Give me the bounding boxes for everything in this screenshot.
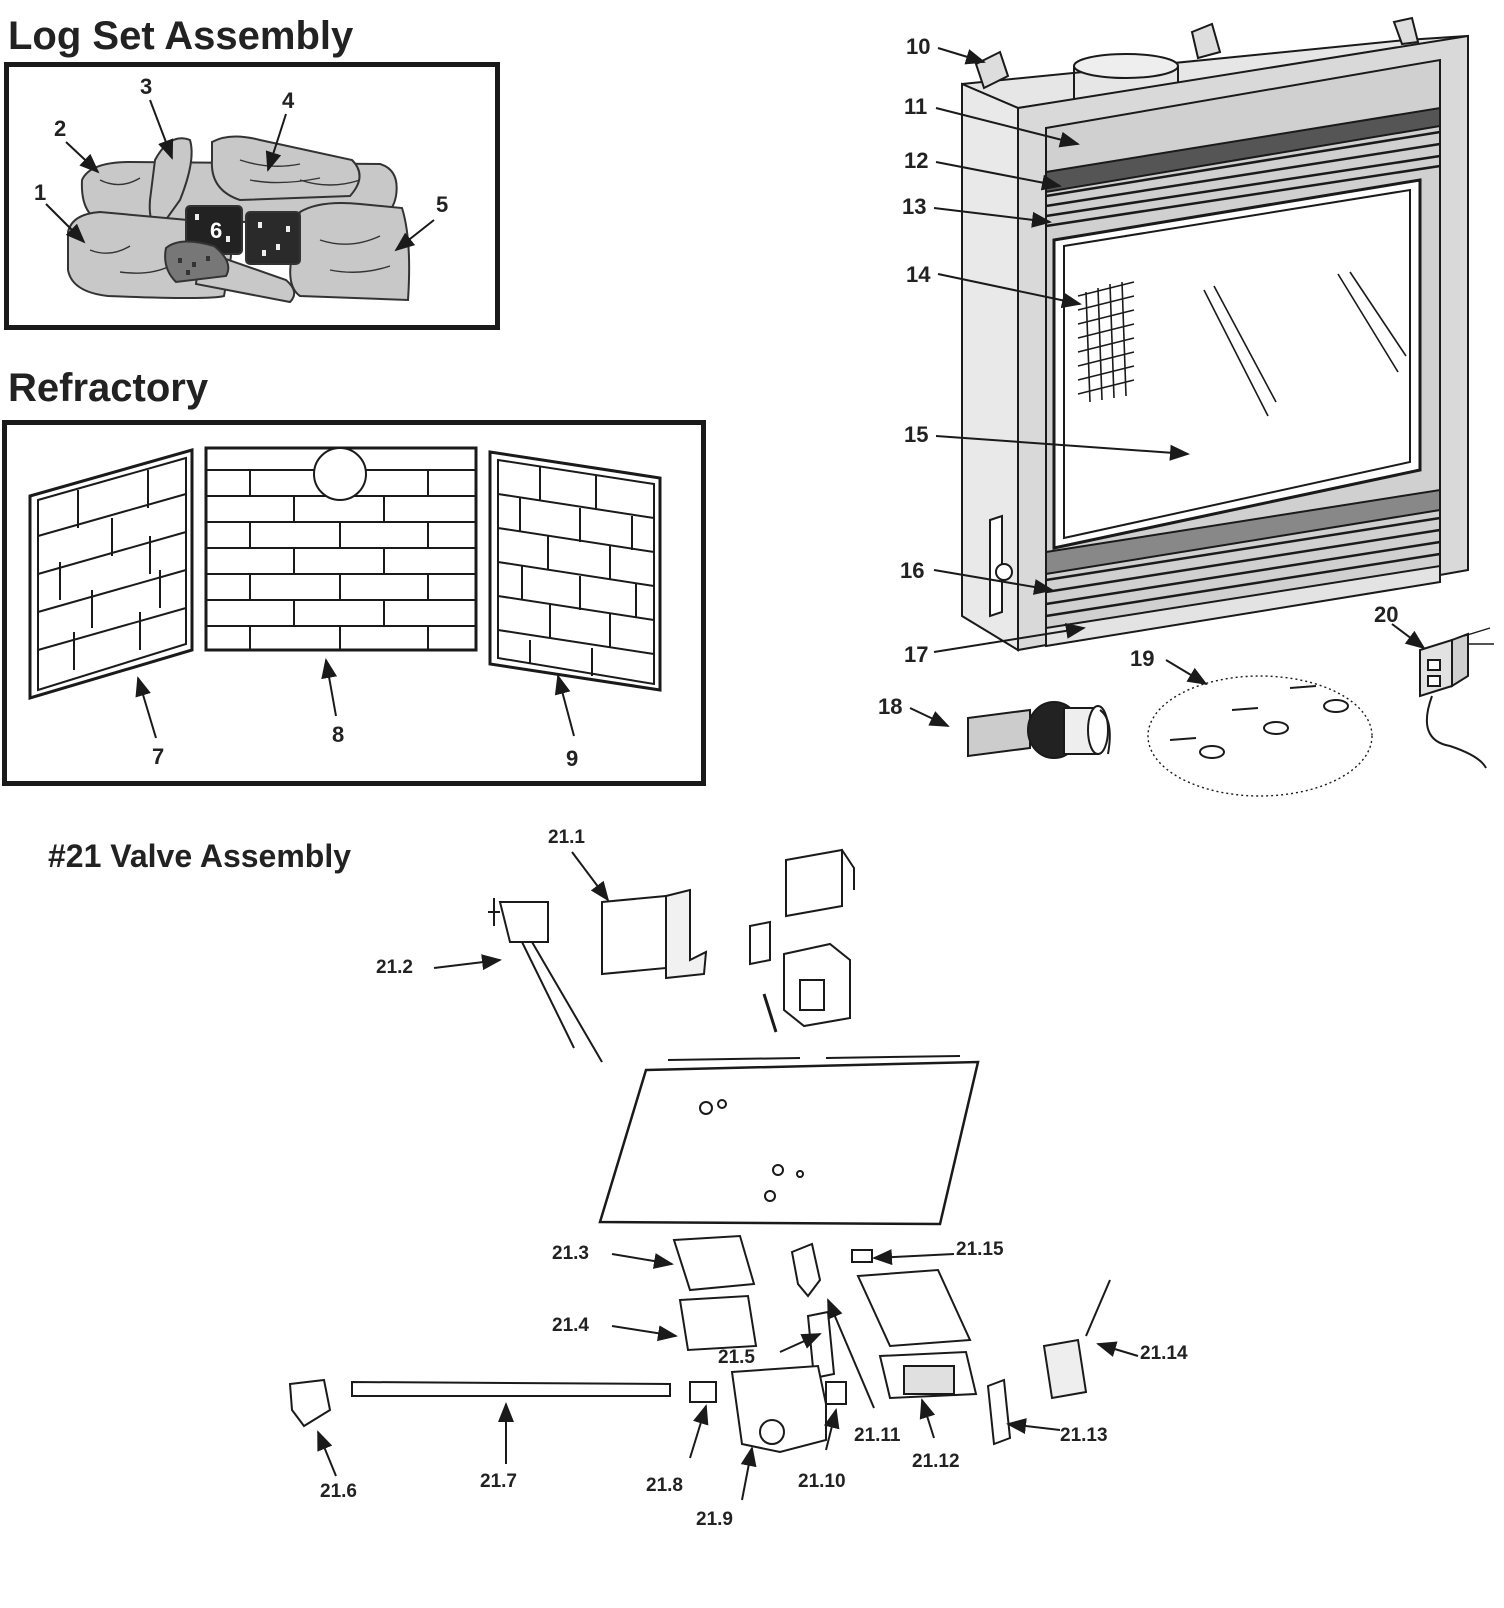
callout-14: 14 <box>906 262 931 287</box>
callout-21-6: 21.6 <box>320 1481 357 1502</box>
callout-21-5: 21.5 <box>718 1347 755 1368</box>
callout-21-2: 21.2 <box>376 957 413 978</box>
callout-13: 13 <box>902 194 927 219</box>
callout-8: 8 <box>332 722 345 747</box>
callout-17: 17 <box>904 642 929 667</box>
log-set-title: Log Set Assembly <box>8 14 354 58</box>
callout-16: 16 <box>900 558 925 583</box>
callout-7: 7 <box>152 744 165 769</box>
callout-11: 11 <box>904 94 928 119</box>
callout-21-13: 21.13 <box>1060 1425 1108 1446</box>
callout-15: 15 <box>904 422 929 447</box>
refractory-leaders <box>135 658 575 739</box>
callout-21-8: 21.8 <box>646 1475 683 1496</box>
fireplace-unit <box>961 16 1469 652</box>
callout-21-15: 21.15 <box>956 1239 1004 1260</box>
callout-21-14: 21.14 <box>1140 1343 1188 1364</box>
callout-21-9: 21.9 <box>696 1509 733 1530</box>
callout-9: 9 <box>566 746 579 771</box>
refractory-title: Refractory <box>8 366 209 410</box>
callout-12: 12 <box>904 148 929 173</box>
blower-fan <box>967 701 1111 759</box>
log-set-leaders <box>45 99 435 252</box>
junction-box <box>1419 627 1494 769</box>
valve-assembly-title: #21 Valve Assembly <box>48 838 352 874</box>
callout-21-4: 21.4 <box>552 1315 589 1336</box>
callout-20: 20 <box>1374 602 1399 627</box>
valve-assembly-illustration <box>288 848 1111 1454</box>
callout-21-12: 21.12 <box>912 1451 960 1472</box>
callout-19: 19 <box>1130 646 1155 671</box>
fireplace-leaders <box>909 47 1426 727</box>
callout-6: 6 <box>210 218 223 243</box>
log-set-illustration <box>67 135 411 304</box>
callout-21-3: 21.3 <box>552 1243 589 1264</box>
callout-3: 3 <box>140 74 153 99</box>
callout-21-10: 21.10 <box>798 1471 846 1492</box>
callout-5: 5 <box>436 192 449 217</box>
callout-4: 4 <box>282 88 295 113</box>
callout-2: 2 <box>54 116 67 141</box>
refractory-illustration <box>28 446 662 701</box>
callout-21-7: 21.7 <box>480 1471 517 1492</box>
callout-21-1: 21.1 <box>548 827 585 848</box>
callout-21-11: 21.11 <box>854 1425 901 1446</box>
callout-18: 18 <box>878 694 903 719</box>
callout-1: 1 <box>34 180 47 205</box>
callout-10: 10 <box>906 34 931 59</box>
hardware-kit <box>1147 675 1373 797</box>
valve-leaders <box>317 851 1139 1501</box>
